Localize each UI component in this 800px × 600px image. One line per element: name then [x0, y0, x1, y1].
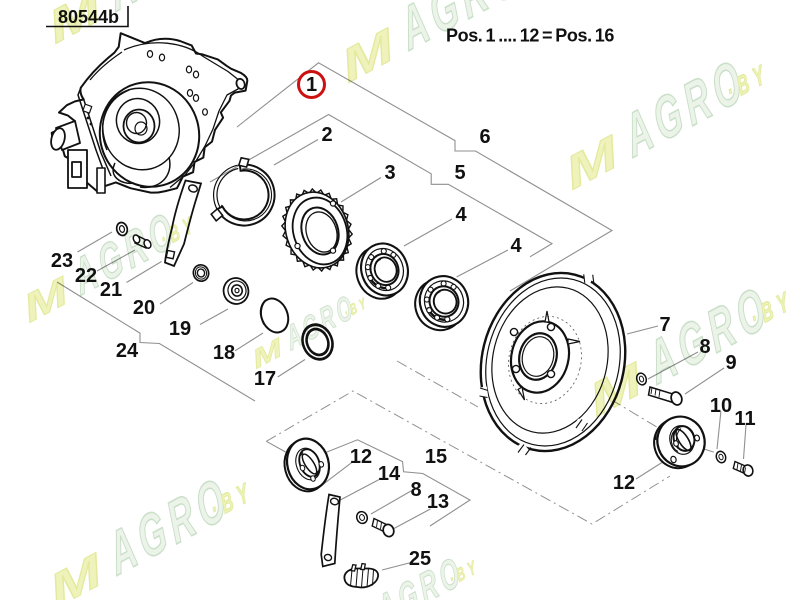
svg-text:18: 18 — [213, 342, 235, 364]
svg-text:10: 10 — [710, 395, 732, 417]
svg-text:13: 13 — [427, 491, 449, 513]
svg-text:23: 23 — [51, 250, 73, 272]
svg-text:Pos. 1 .... 12 = Pos. 16: Pos. 1 .... 12 = Pos. 16 — [446, 26, 614, 46]
svg-text:1: 1 — [306, 74, 317, 96]
svg-text:2: 2 — [321, 124, 332, 146]
svg-text:21: 21 — [100, 279, 122, 301]
svg-text:19: 19 — [169, 318, 191, 340]
svg-text:5: 5 — [454, 162, 465, 184]
svg-text:4: 4 — [455, 204, 467, 226]
svg-text:12: 12 — [350, 446, 372, 468]
svg-text:17: 17 — [254, 368, 276, 390]
svg-text:24: 24 — [116, 340, 139, 362]
svg-text:80544b: 80544b — [58, 7, 119, 27]
svg-text:3: 3 — [384, 162, 395, 184]
svg-text:4: 4 — [510, 235, 522, 257]
svg-text:12: 12 — [613, 472, 635, 494]
svg-text:15: 15 — [425, 446, 447, 468]
svg-text:20: 20 — [133, 297, 155, 319]
svg-text:25: 25 — [409, 548, 431, 570]
svg-text:8: 8 — [410, 479, 421, 501]
svg-text:8: 8 — [699, 336, 710, 358]
svg-text:6: 6 — [479, 126, 490, 148]
svg-text:14: 14 — [378, 463, 401, 485]
svg-text:9: 9 — [725, 352, 736, 374]
svg-text:11: 11 — [734, 408, 755, 430]
svg-text:7: 7 — [659, 314, 670, 336]
svg-text:22: 22 — [75, 265, 97, 287]
